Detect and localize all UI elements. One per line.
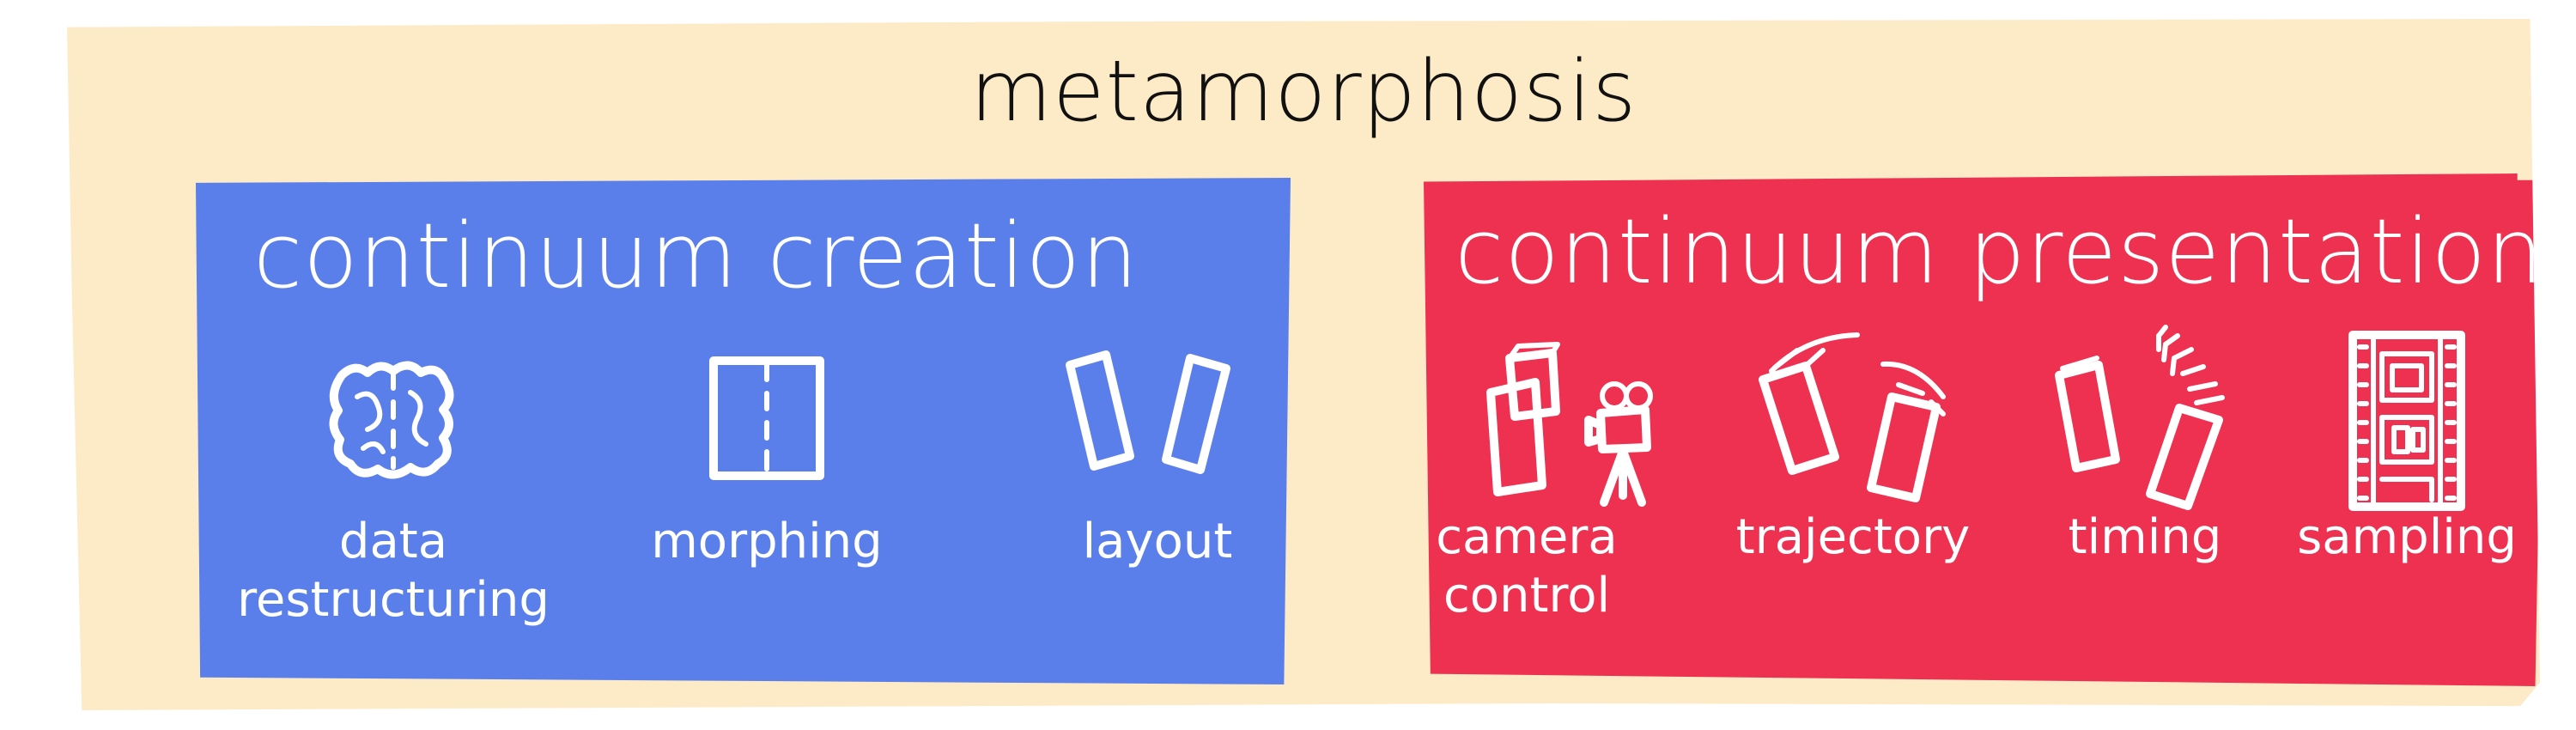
continuum-presentation-title: continuum presentation: [1455, 199, 2544, 304]
camera-control-icon: [1475, 341, 1664, 507]
trajectory-icon: [1754, 328, 1960, 502]
sampling-icon: [2342, 328, 2471, 513]
sampling-label: sampling: [2297, 509, 2517, 565]
layout-label: layout: [1082, 514, 1233, 569]
timing-label: timing: [2068, 509, 2222, 565]
trajectory-label: trajectory: [1735, 509, 1971, 565]
main-title: metamorphosis: [969, 43, 1637, 141]
morphing-label: morphing: [651, 514, 883, 569]
morphing-icon: [707, 354, 827, 483]
data-restructuring-icon: [325, 354, 462, 483]
continuum-creation-title: continuum creation: [252, 204, 1139, 308]
layout-icon: [1063, 350, 1252, 478]
timing-icon: [2050, 324, 2248, 510]
